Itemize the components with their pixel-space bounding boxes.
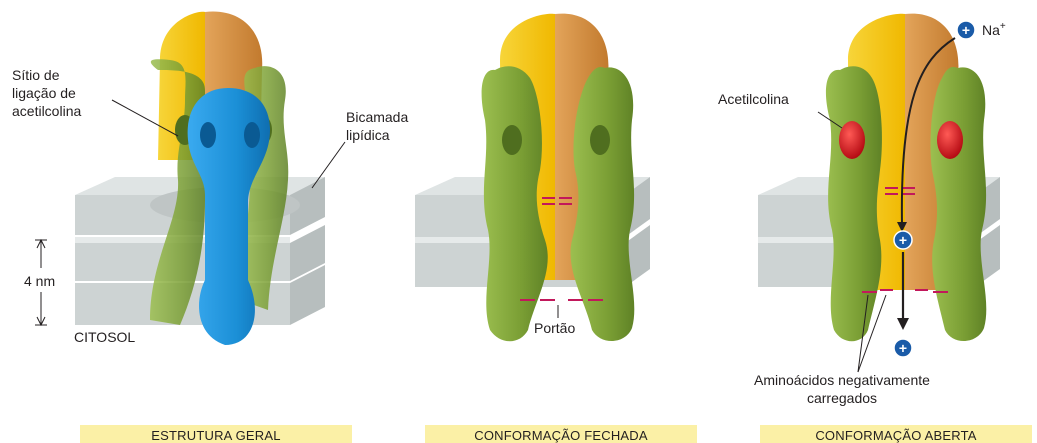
negative-aa-label-2: carregados: [807, 390, 877, 406]
panel-open-conformation: + + + Na+ Acetilcolina Aminoácidos negat…: [718, 13, 1032, 443]
caption-closed-bg: [425, 425, 697, 443]
negative-aa-label-1: Aminoácidos negativamente: [754, 372, 930, 388]
svg-text:+: +: [962, 22, 970, 38]
bilayer-label-2: lipídica: [346, 127, 390, 143]
thickness-label: 4 nm: [24, 273, 55, 289]
bilayer-label-1: Bicamada: [346, 109, 408, 125]
green-subunit-closed-right: [570, 67, 635, 342]
caption-general: ESTRUTURA GERAL: [151, 428, 280, 443]
binding-site-label-3: acetilcolina: [12, 103, 81, 119]
panel-general-structure: Sítio de ligação de acetilcolina Bicamad…: [12, 11, 408, 443]
caption-open-bg: [760, 425, 1032, 443]
caption-closed: CONFORMAÇÃO FECHADA: [474, 428, 648, 443]
charge-marks-closed: [520, 197, 603, 301]
binding-site-label-1: Sítio de: [12, 67, 60, 83]
green-subunit-open-right: [930, 67, 987, 342]
svg-text:+: +: [899, 232, 907, 248]
ion-label: Na+: [982, 21, 1006, 38]
caption-general-bg: [80, 425, 352, 443]
cytosol-label: CITOSOL: [74, 329, 135, 345]
na-ion-top: +: [956, 20, 976, 40]
svg-text:+: +: [899, 340, 907, 356]
gate-label: Portão: [534, 320, 575, 336]
acetylcholine-right: [937, 121, 963, 159]
binding-site-label-2: ligação de: [12, 85, 76, 101]
ion-entry-arrow: [900, 37, 956, 226]
na-ion-middle: +: [893, 230, 913, 250]
acetylcholine-left: [839, 121, 865, 159]
blue-subunit: [187, 88, 270, 345]
caption-open: CONFORMAÇÃO ABERTA: [815, 428, 976, 443]
na-ion-bottom: +: [893, 338, 913, 358]
scale-bar: [35, 238, 47, 327]
charge-marks-open: [862, 187, 948, 293]
panel-closed-conformation: Portão CONFORMAÇÃO FECHADA: [415, 13, 697, 443]
acetylcholine-label: Acetilcolina: [718, 91, 789, 107]
green-subunit-open-left: [825, 66, 882, 342]
green-subunit-closed-left: [481, 66, 548, 342]
